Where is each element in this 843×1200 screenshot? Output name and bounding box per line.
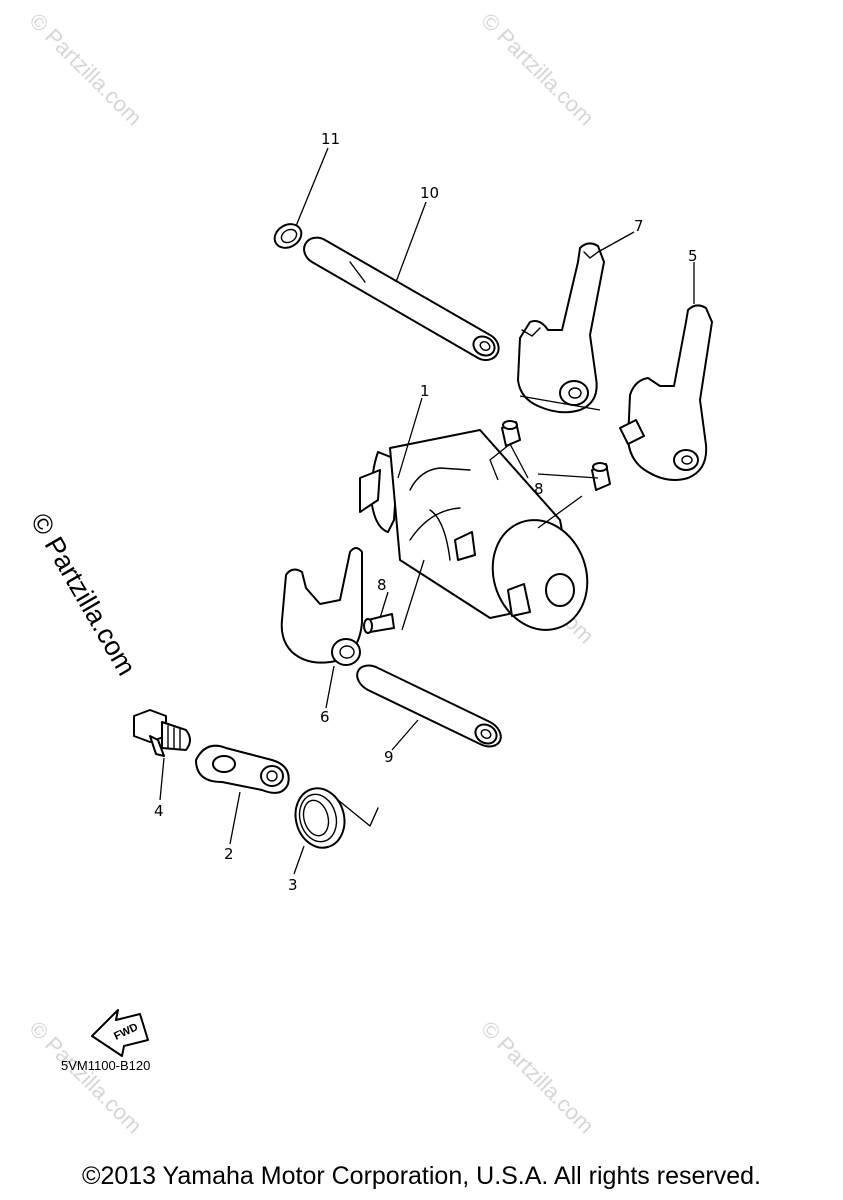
callout-7: 7 xyxy=(634,217,644,235)
callouts: 11 10 7 5 1 8 8 6 9 4 2 3 xyxy=(154,130,698,894)
copyright-notice: ©2013 Yamaha Motor Corporation, U.S.A. A… xyxy=(82,1162,761,1190)
part-10-guide-bar xyxy=(303,236,500,362)
fwd-arrow-icon: FWD xyxy=(91,1009,149,1057)
part-4-bolt xyxy=(133,709,191,757)
part-11-circlip xyxy=(273,223,303,249)
diagram-code: 5VM1100-B120 xyxy=(61,1058,151,1073)
part-5-shift-fork xyxy=(619,304,713,481)
callout-8-upper: 8 xyxy=(534,480,544,498)
watermark-top-left: © Partzilla.com xyxy=(24,8,147,131)
part-9-shaft xyxy=(356,664,502,748)
part-8-pins xyxy=(363,420,611,634)
callout-4: 4 xyxy=(154,802,164,820)
watermark-top-right: © Partzilla.com xyxy=(476,8,599,131)
callout-11: 11 xyxy=(321,130,340,148)
part-2-stopper-lever xyxy=(195,744,290,794)
part-3-torsion-spring xyxy=(294,787,379,849)
callout-3: 3 xyxy=(288,876,298,894)
callout-6: 6 xyxy=(320,708,330,726)
callout-8-lower: 8 xyxy=(377,576,387,594)
part-6-shift-fork xyxy=(280,547,363,666)
callout-5: 5 xyxy=(688,247,698,265)
watermark-bottom-right: © Partzilla.com xyxy=(476,1016,599,1139)
part-1-shift-drum xyxy=(359,429,589,631)
callout-9: 9 xyxy=(384,748,394,766)
part-7-shift-fork xyxy=(517,242,605,414)
callout-2: 2 xyxy=(224,845,234,863)
leader-lines xyxy=(159,147,695,875)
watermark-side: © Partzilla.com xyxy=(25,508,142,681)
callout-1: 1 xyxy=(420,382,430,400)
callout-10: 10 xyxy=(420,184,439,202)
